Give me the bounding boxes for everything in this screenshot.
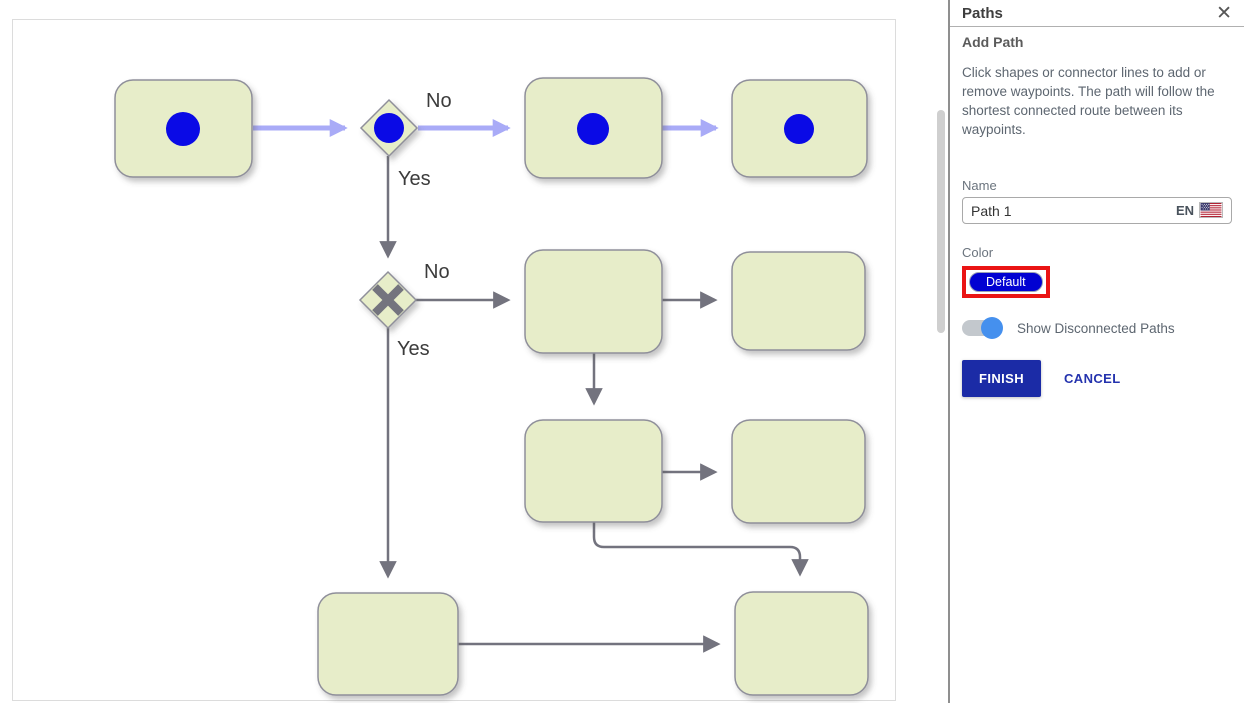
show-disconnected-toggle[interactable] xyxy=(962,317,1003,339)
waypoint-dots[interactable] xyxy=(166,112,814,146)
node-mid-right[interactable] xyxy=(731,251,866,351)
label-yes-2: Yes xyxy=(397,338,430,360)
description-text: Click shapes or connector lines to add o… xyxy=(962,65,1215,137)
waypoint-decision1[interactable] xyxy=(374,113,404,143)
name-field: EN xyxy=(962,197,1232,224)
color-default-button[interactable]: Default xyxy=(969,272,1043,292)
panel-header: Paths ✕ xyxy=(950,0,1244,27)
node-bottom-left[interactable] xyxy=(317,592,459,696)
node-mid-left[interactable] xyxy=(524,249,663,354)
vertical-scrollbar[interactable] xyxy=(937,110,945,333)
edge-elbow-to-bottom-right[interactable] xyxy=(592,522,809,577)
section-title: Add Path xyxy=(962,34,1024,50)
panel-title: Paths xyxy=(962,4,1003,22)
node-bottom-right[interactable] xyxy=(734,591,869,696)
waypoint-start[interactable] xyxy=(166,112,200,146)
node-row3-right[interactable] xyxy=(731,419,866,524)
label-no-2: No xyxy=(424,261,450,283)
waypoint-top-right[interactable] xyxy=(784,114,814,144)
node-row3-left[interactable] xyxy=(524,419,663,523)
connector-edges[interactable] xyxy=(379,156,809,653)
color-highlight-box: Default xyxy=(962,266,1050,298)
flowchart xyxy=(114,77,869,696)
toggle-knob xyxy=(981,317,1003,339)
flow-nodes[interactable] xyxy=(114,77,869,696)
label-yes-1: Yes xyxy=(398,168,431,190)
canvas-border xyxy=(12,19,896,701)
waypoint-top-middle[interactable] xyxy=(577,113,609,145)
finish-button[interactable]: FINISH xyxy=(962,360,1042,397)
label-no-1: No xyxy=(426,90,452,112)
diagram-canvas[interactable]: No Yes No Yes xyxy=(0,0,950,703)
decision2-x-icon xyxy=(372,284,404,316)
paths-panel: Paths ✕ Add Path Click shapes or connect… xyxy=(950,0,1244,703)
panel-divider xyxy=(948,0,950,703)
panel-body: Add Path Click shapes or connector lines… xyxy=(950,27,1244,397)
color-label: Color xyxy=(962,245,994,260)
us-flag-icon xyxy=(1199,202,1223,218)
name-input[interactable] xyxy=(962,197,1232,224)
language-code: EN xyxy=(1175,203,1194,218)
toggle-label: Show Disconnected Paths xyxy=(1017,320,1175,336)
button-row: FINISH CANCEL xyxy=(962,360,1232,397)
toggle-row: Show Disconnected Paths xyxy=(962,317,1232,339)
name-label: Name xyxy=(962,178,997,193)
close-icon[interactable]: ✕ xyxy=(1216,2,1232,24)
cancel-button[interactable]: CANCEL xyxy=(1064,371,1121,386)
